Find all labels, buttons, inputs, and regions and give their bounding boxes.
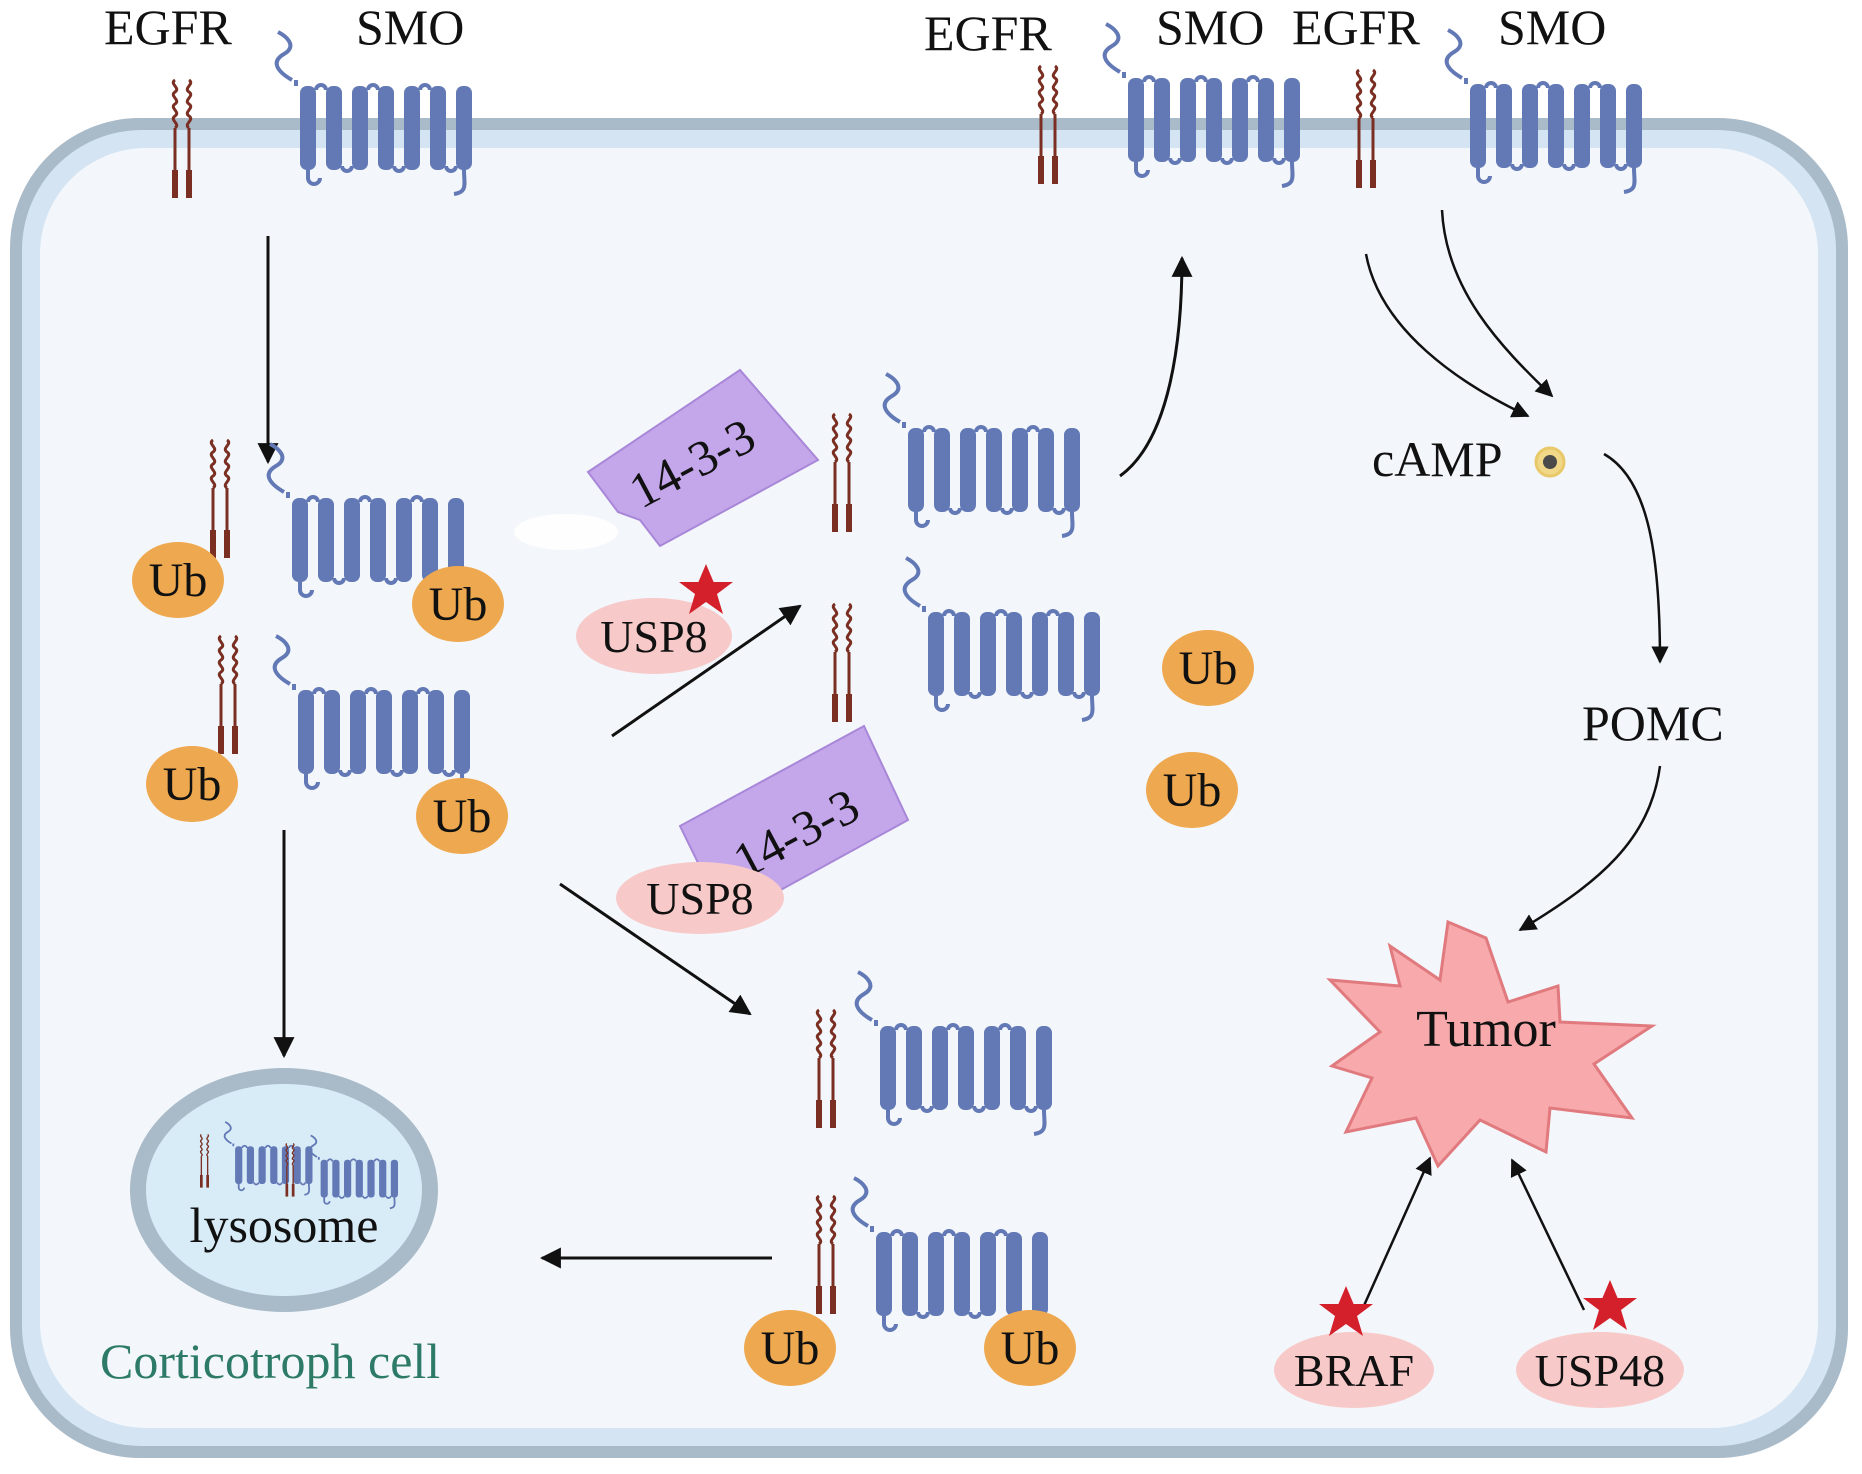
highlight-blob xyxy=(514,514,618,550)
smo-label: SMO xyxy=(356,0,464,55)
cell-label: Corticotroph cell xyxy=(100,1333,440,1389)
smo-label: SMO xyxy=(1498,0,1606,55)
pomc-label: POMC xyxy=(1582,695,1724,751)
lysosome xyxy=(146,1084,422,1296)
usp8-label: USP8 xyxy=(600,611,707,662)
pomc-to-tumor-arrow xyxy=(1518,765,1662,932)
camp-to-pomc-arrow xyxy=(1603,452,1669,664)
egfr-label: EGFR xyxy=(924,5,1052,61)
ub-badge xyxy=(412,566,504,642)
to-ubiquitinated-arrow xyxy=(559,882,752,1016)
ub-label: Ub xyxy=(1163,764,1222,817)
usp8-pill xyxy=(576,598,732,674)
camp-dot-core xyxy=(1543,455,1557,469)
smo-to-camp-arrow xyxy=(1440,209,1554,398)
camp-label: cAMP xyxy=(1372,431,1503,487)
ub-badge xyxy=(984,1310,1076,1386)
smo-label: SMO xyxy=(1156,0,1264,55)
ub-label: Ub xyxy=(1001,1322,1060,1375)
usp48-pill xyxy=(1516,1332,1684,1408)
usp48-label: USP48 xyxy=(1535,1345,1665,1396)
ub-badge xyxy=(1162,630,1254,706)
ub-badge xyxy=(744,1310,836,1386)
usp8-pill xyxy=(616,862,784,934)
egfr-label: EGFR xyxy=(1292,0,1420,55)
ub-label: Ub xyxy=(429,578,488,631)
ub-label: Ub xyxy=(1179,642,1238,695)
recycling-arrow xyxy=(1119,255,1193,478)
ub-badge xyxy=(146,746,238,822)
protein-14-3-3-shape xyxy=(586,368,820,548)
tumor-burst-icon xyxy=(1326,919,1657,1169)
ub-label: Ub xyxy=(163,758,222,811)
ub-badge xyxy=(1146,752,1238,828)
ub-label: Ub xyxy=(761,1322,820,1375)
usp8-label: USP8 xyxy=(646,873,753,924)
deubiquitination-arrow xyxy=(611,604,802,738)
tumor-label: Tumor xyxy=(1416,1001,1556,1058)
usp48-to-tumor-arrow xyxy=(1510,1158,1586,1311)
egfr-label: EGFR xyxy=(104,0,232,55)
ub-label: Ub xyxy=(433,790,492,843)
braf-pill xyxy=(1274,1332,1434,1408)
braf-to-tumor-arrow xyxy=(1360,1156,1432,1311)
ub-label: Ub xyxy=(149,554,208,607)
egfr-to-camp-arrow xyxy=(1364,253,1530,418)
braf-label: BRAF xyxy=(1294,1345,1414,1396)
ub-badge xyxy=(132,542,224,618)
ub-badge xyxy=(416,778,508,854)
lysosome-label: lysosome xyxy=(190,1197,379,1253)
